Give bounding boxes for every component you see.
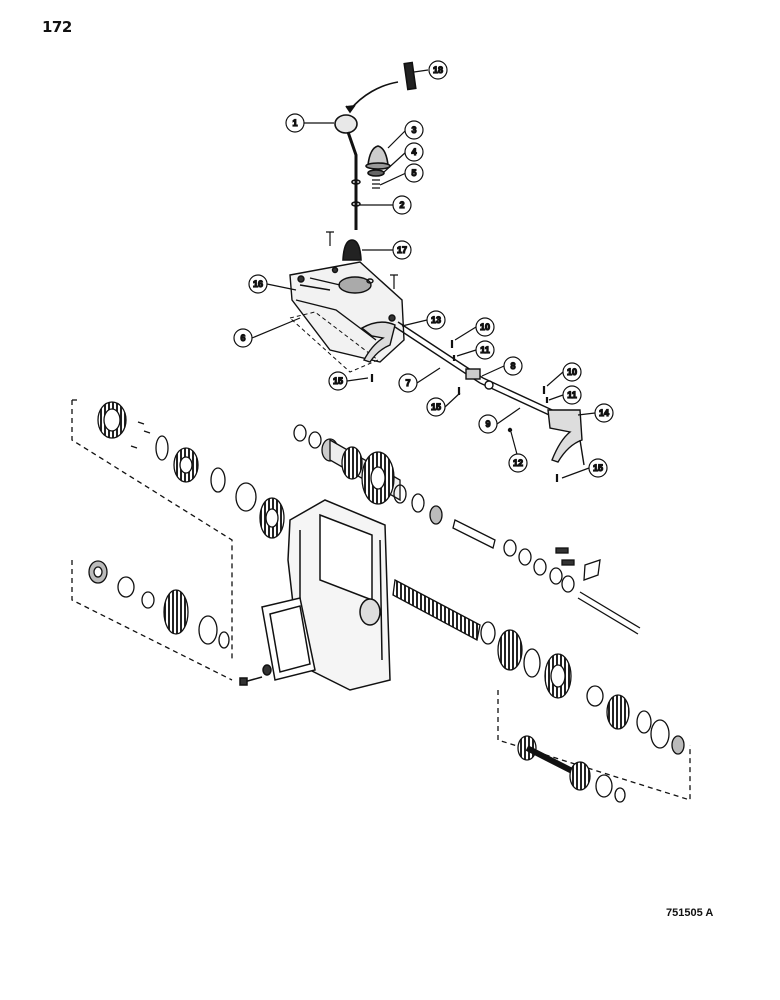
boot-part bbox=[367, 145, 389, 166]
output-shaft-group bbox=[497, 685, 691, 803]
callout-label: 11 bbox=[480, 345, 490, 355]
callout-label: 7 bbox=[405, 378, 410, 388]
callout-label: 10 bbox=[480, 322, 490, 332]
callout-label: 15 bbox=[593, 463, 603, 473]
callout-label: 12 bbox=[513, 458, 523, 468]
callout-label: 17 bbox=[397, 245, 407, 255]
arrow-head bbox=[345, 104, 356, 114]
callout-label: 8 bbox=[510, 361, 515, 371]
callout-label: 4 bbox=[411, 147, 416, 157]
callout-label: 18 bbox=[433, 65, 443, 75]
callout-label: 1 bbox=[292, 118, 297, 128]
figure-code: 751505 A bbox=[666, 907, 714, 919]
callout-label: 13 bbox=[431, 315, 441, 325]
callout-label: 15 bbox=[333, 376, 343, 386]
callout-label: 6 bbox=[240, 333, 245, 343]
callout-label: 10 bbox=[567, 367, 577, 377]
shift-lever-assembly bbox=[334, 61, 417, 261]
callout-label: 9 bbox=[485, 419, 490, 429]
callout-label: 14 bbox=[599, 408, 609, 418]
callout-label: 5 bbox=[411, 168, 416, 178]
callout-label: 16 bbox=[253, 279, 263, 289]
mainshaft bbox=[392, 578, 572, 699]
knob-part bbox=[334, 114, 358, 134]
callout-label: 2 bbox=[399, 200, 404, 210]
callouts: 18 1 3 4 5 2 17 16 6 bbox=[233, 60, 614, 479]
callout-label: 15 bbox=[431, 402, 441, 412]
countershaft-group bbox=[71, 399, 285, 660]
cap-part bbox=[342, 239, 362, 261]
page-number: 172 bbox=[42, 18, 72, 36]
callout-label: 11 bbox=[567, 390, 577, 400]
leader-arrow bbox=[349, 81, 399, 111]
pin-part bbox=[403, 61, 417, 91]
shift-rails bbox=[360, 321, 585, 482]
cluster-gear bbox=[293, 424, 641, 635]
lever-rod bbox=[346, 131, 358, 230]
callout-label: 3 bbox=[411, 125, 416, 135]
reverse-idler-group bbox=[71, 560, 233, 681]
transmission-case bbox=[239, 499, 391, 691]
